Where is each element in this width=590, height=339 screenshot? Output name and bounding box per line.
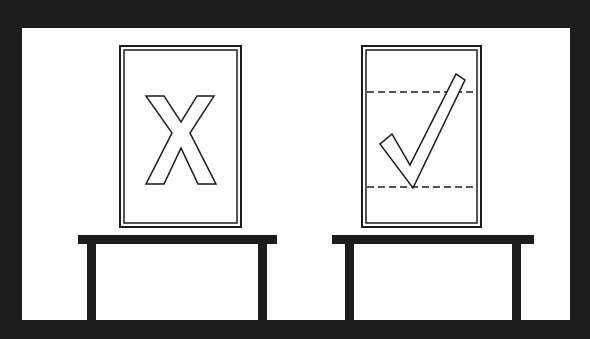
left-table-leg-right [258,244,267,320]
left-table-top [78,235,277,244]
inner-room [22,28,570,320]
right-table-top [332,235,534,244]
right-table-leg-left [345,244,354,320]
right-table-leg-right [512,244,521,320]
left-table-leg-left [87,244,96,320]
